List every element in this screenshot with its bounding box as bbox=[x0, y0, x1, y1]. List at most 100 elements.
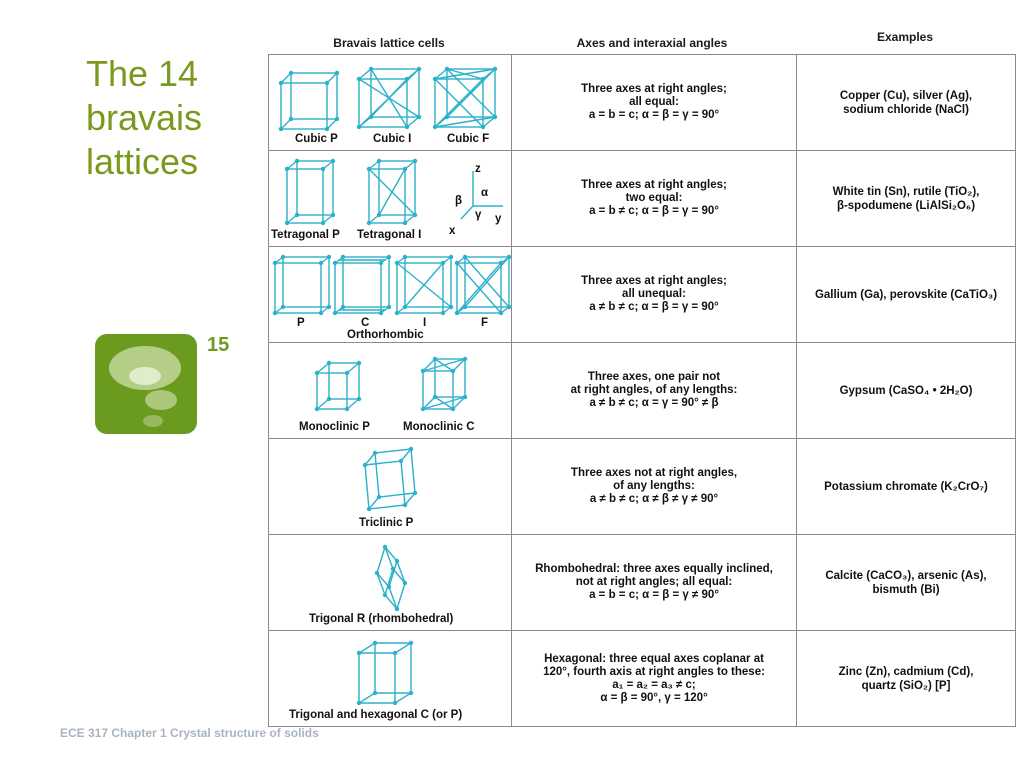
axes-line: Three axes at right angles; bbox=[581, 179, 727, 191]
cell-label: P bbox=[297, 317, 305, 329]
axes-line: a = b = c; α = β = γ ≠ 90° bbox=[589, 589, 719, 601]
example-line: Potassium chromate (K₂CrO₇) bbox=[824, 480, 988, 493]
example-line: Zinc (Zn), cadmium (Cd), bbox=[838, 665, 974, 678]
lattice-point bbox=[314, 406, 320, 412]
lattice-point bbox=[334, 70, 340, 76]
lattice-figure-cell: Triclinic P bbox=[268, 438, 512, 535]
example-line: β-spodumene (LiAlSi₂O₆) bbox=[836, 199, 976, 212]
lattice-point bbox=[356, 700, 362, 706]
lattice-point bbox=[394, 606, 400, 612]
lattice-point bbox=[318, 260, 324, 266]
header-cells: Bravais lattice cells bbox=[333, 36, 445, 50]
axes-line: a = b = c; α = β = γ = 90° bbox=[588, 109, 720, 121]
lattice-point bbox=[404, 124, 410, 130]
lattice-point bbox=[408, 446, 414, 452]
lattice-point bbox=[404, 76, 410, 82]
lattice-point bbox=[480, 76, 486, 82]
monoclinic-lattice-icon bbox=[314, 356, 468, 412]
hexagonal-lattice-icon bbox=[356, 640, 414, 706]
lattice-point bbox=[356, 76, 362, 82]
examples-cell: Calcite (CaCO₃), arsenic (As), bismuth (… bbox=[796, 534, 1016, 631]
lattice-point bbox=[394, 260, 400, 266]
axes-line: Three axes, one pair not bbox=[587, 371, 721, 383]
title-line: The 14 bbox=[86, 53, 199, 94]
examples-cell: Zinc (Zn), cadmium (Cd), quartz (SiO₂) [… bbox=[796, 630, 1016, 727]
lattice-point bbox=[278, 126, 284, 132]
lattice-point bbox=[366, 166, 372, 172]
axes-line: a ≠ b ≠ c; α = γ = 90° ≠ β bbox=[589, 397, 719, 409]
slide-title: The 14 bravais lattices bbox=[86, 52, 256, 184]
lattice-point bbox=[386, 254, 392, 260]
axes-cell: Hexagonal: three equal axes coplanar at … bbox=[511, 630, 797, 727]
axes-line: a₁ = a₂ = a₃ ≠ c; bbox=[612, 678, 696, 691]
axes-line: Hexagonal: three equal axes coplanar at bbox=[544, 652, 764, 665]
table-row: z x y α β γ Tetragonal P Tetragonal I Th… bbox=[268, 150, 1016, 247]
lattice-point bbox=[362, 462, 368, 468]
group-label: Orthorhombic bbox=[347, 329, 424, 341]
examples-cell: Gallium (Ga), perovskite (CaTiO₃) bbox=[796, 246, 1016, 343]
bravais-table: Bravais lattice cells Axes and interaxia… bbox=[268, 30, 1016, 727]
axes-line: α = β = 90°, γ = 120° bbox=[600, 691, 708, 704]
lattice-point bbox=[280, 254, 286, 260]
lattice-point bbox=[366, 506, 372, 512]
lattice-point bbox=[294, 212, 300, 218]
lattice-point bbox=[356, 124, 362, 130]
example-line: Gypsum (CaSO₄ • 2H₂O) bbox=[839, 384, 973, 397]
lattice-point bbox=[324, 80, 330, 86]
table-row: Trigonal R (rhombohedral) Rhombohedral: … bbox=[268, 534, 1016, 631]
lattice-point bbox=[386, 304, 392, 310]
lattice-point bbox=[344, 370, 350, 376]
axis-label: x bbox=[449, 225, 456, 237]
axes-cell: Three axes not at right angles, of any l… bbox=[511, 438, 797, 535]
axes-line: Three axes at right angles; bbox=[581, 275, 727, 287]
lattice-point bbox=[326, 254, 332, 260]
lattice-point bbox=[340, 254, 346, 260]
lattice-point bbox=[368, 114, 374, 120]
axes-cell: Three axes at right angles; all equal: a… bbox=[511, 54, 797, 151]
title-line: bravais bbox=[86, 97, 203, 138]
examples-cell: Copper (Cu), silver (Ag), sodium chlorid… bbox=[796, 54, 1016, 151]
lattice-point bbox=[314, 370, 320, 376]
table-row: Monoclinic P Monoclinic C Three axes, on… bbox=[268, 342, 1016, 439]
lattice-point bbox=[356, 360, 362, 366]
lattice-point bbox=[432, 356, 438, 362]
axes-line: all unequal: bbox=[622, 288, 686, 300]
lattice-point bbox=[356, 396, 362, 402]
lattice-point bbox=[448, 254, 454, 260]
axes-cell: Rhombohedral: three axes equally incline… bbox=[511, 534, 797, 631]
cell-label: Tetragonal I bbox=[357, 229, 422, 241]
example-line: Calcite (CaCO₃), arsenic (As), bbox=[825, 569, 987, 582]
lattice-point bbox=[416, 114, 422, 120]
title-line: lattices bbox=[86, 141, 199, 182]
lattice-point bbox=[332, 310, 338, 316]
lattice-point bbox=[376, 212, 382, 218]
lattice-point bbox=[324, 126, 330, 132]
lattice-point bbox=[288, 70, 294, 76]
lattice-point bbox=[398, 458, 404, 464]
lattice-point bbox=[294, 158, 300, 164]
axes-cell: Three axes, one pair not at right angles… bbox=[511, 342, 797, 439]
footer-text: ECE 317 Chapter 1 Crystal structure of s… bbox=[60, 726, 319, 740]
rhombohedral-lattice-icon bbox=[374, 544, 408, 612]
axes-line: a ≠ b ≠ c; α = β = γ = 90° bbox=[589, 301, 719, 313]
lattice-point bbox=[392, 700, 398, 706]
lattice-point bbox=[440, 260, 446, 266]
lattice-point bbox=[462, 304, 468, 310]
axes-line: two equal: bbox=[625, 192, 683, 204]
lattice-point bbox=[480, 124, 486, 130]
lattice-figure-cell: Monoclinic P Monoclinic C bbox=[268, 342, 512, 439]
table-header: Bravais lattice cells Axes and interaxia… bbox=[268, 30, 1016, 54]
header-axes: Axes and interaxial angles bbox=[576, 36, 728, 50]
lattice-point bbox=[344, 406, 350, 412]
lattice-point bbox=[284, 166, 290, 172]
axis-label: γ bbox=[475, 209, 482, 221]
cell-label: Monoclinic C bbox=[403, 421, 475, 433]
axis-label: z bbox=[475, 163, 481, 175]
tetragonal-lattice-icon bbox=[284, 158, 503, 226]
table-row: Triclinic P Three axes not at right angl… bbox=[268, 438, 1016, 535]
axes-cell: Three axes at right angles; all unequal:… bbox=[511, 246, 797, 343]
lattice-point bbox=[462, 394, 468, 400]
axes-line: Three axes not at right angles, bbox=[570, 467, 738, 479]
lattice-point bbox=[326, 396, 332, 402]
axes-line: Rhombohedral: three axes equally incline… bbox=[535, 563, 773, 575]
